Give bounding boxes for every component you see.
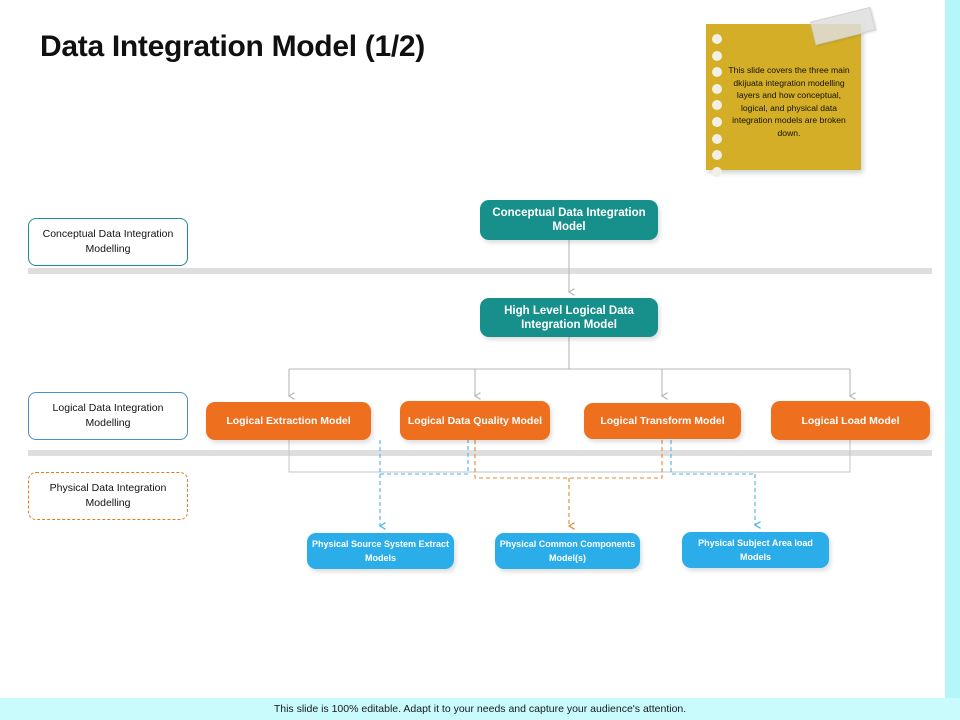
punch-hole-icon xyxy=(712,34,722,44)
punch-hole-icon xyxy=(712,67,722,78)
node-physical-common-components-models[interactable]: Physical Common Components Model(s) xyxy=(495,533,640,569)
punch-hole-icon xyxy=(712,83,722,94)
sticky-note: This slide covers the three main dkijuat… xyxy=(706,6,876,177)
sticky-note-body: This slide covers the three main dkijuat… xyxy=(706,24,861,177)
node-logical-extraction-model[interactable]: Logical Extraction Model xyxy=(206,402,371,440)
node-logical-data-quality-model[interactable]: Logical Data Quality Model xyxy=(400,401,550,440)
punch-hole-icon xyxy=(712,150,722,161)
footer-text: This slide is 100% editable. Adapt it to… xyxy=(273,703,687,715)
connector-highlevel-to-logical xyxy=(287,337,856,400)
category-label-conceptual: Conceptual Data Integration Modelling xyxy=(28,218,188,266)
node-logical-load-model[interactable]: Logical Load Model xyxy=(771,401,930,440)
sticky-note-punch-holes xyxy=(712,34,722,177)
node-high-level-logical-data-integration-model[interactable]: High Level Logical Data Integration Mode… xyxy=(480,298,658,337)
right-edge-accent-strip xyxy=(945,0,960,706)
category-label-physical: Physical Data Integration Modelling xyxy=(28,472,188,520)
band-divider-logical-physical xyxy=(28,450,932,456)
footer-bar: This slide is 100% editable. Adapt it to… xyxy=(0,698,960,720)
node-conceptual-data-integration-model[interactable]: Conceptual Data Integration Model xyxy=(480,200,658,240)
punch-hole-icon xyxy=(712,133,722,144)
punch-hole-icon xyxy=(712,100,722,111)
punch-hole-icon xyxy=(712,116,722,127)
band-divider-conceptual-logical xyxy=(28,268,932,274)
category-label-logical: Logical Data Integration Modelling xyxy=(28,392,188,440)
node-physical-subject-area-load-models[interactable]: Physical Subject Area load Models xyxy=(682,532,829,568)
sticky-note-text: This slide covers the three main dkijuat… xyxy=(728,65,850,138)
punch-hole-icon xyxy=(712,50,722,61)
punch-hole-icon xyxy=(712,166,722,177)
page-title: Data Integration Model (1/2) xyxy=(40,30,425,63)
node-logical-transform-model[interactable]: Logical Transform Model xyxy=(584,403,741,439)
node-physical-source-system-extract-models[interactable]: Physical Source System Extract Models xyxy=(307,533,454,569)
connector-logical-bracket-gray xyxy=(288,440,851,473)
